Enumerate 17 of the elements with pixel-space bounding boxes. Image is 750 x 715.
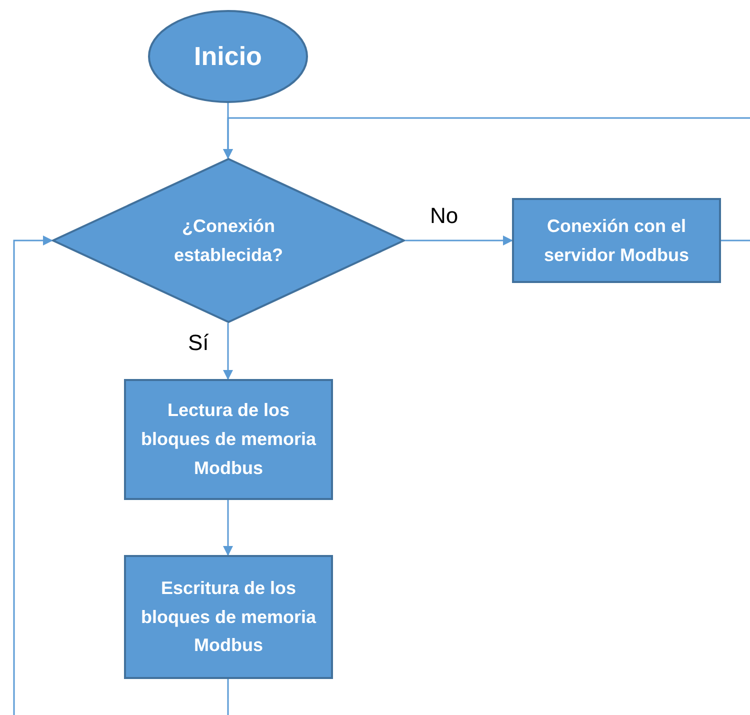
arrow bbox=[405, 236, 513, 246]
arrow bbox=[223, 500, 233, 556]
start-ellipse bbox=[148, 10, 308, 103]
node-text: ¿Conexión establecida? bbox=[172, 214, 284, 266]
edge-label: Sí bbox=[188, 332, 209, 354]
decision-diamond bbox=[52, 158, 405, 323]
node-text: Inicio bbox=[194, 40, 262, 73]
arrow bbox=[223, 323, 233, 380]
node-text: Lectura de los bloques de memoria Modbus bbox=[140, 399, 318, 480]
node-text: Escritura de los bloques de memoria Modbus bbox=[140, 576, 318, 658]
process-box bbox=[512, 198, 721, 283]
edge-label: No bbox=[430, 205, 458, 227]
process-box bbox=[124, 555, 333, 679]
arrow bbox=[13, 236, 229, 715]
node-text: Conexión con el servidor Modbus bbox=[542, 214, 690, 266]
process-box bbox=[124, 379, 333, 500]
arrow bbox=[223, 117, 750, 242]
